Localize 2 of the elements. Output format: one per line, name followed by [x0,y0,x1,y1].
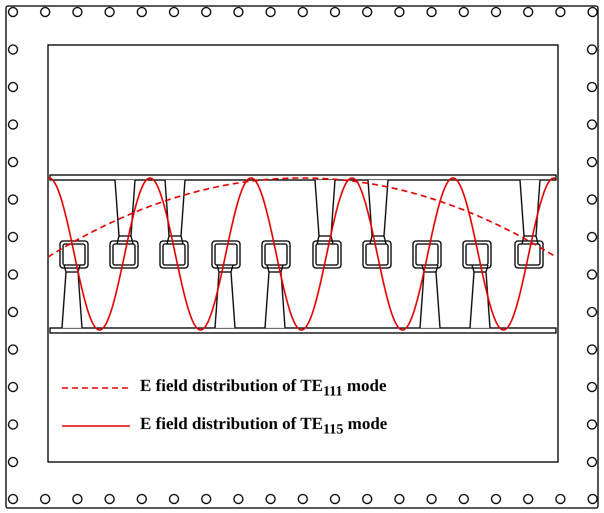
legend-text: E field distribution of TE$_{115}$ mode [140,414,388,438]
legend-text: E field distribution of TE$_{111}$ mode [140,376,387,400]
